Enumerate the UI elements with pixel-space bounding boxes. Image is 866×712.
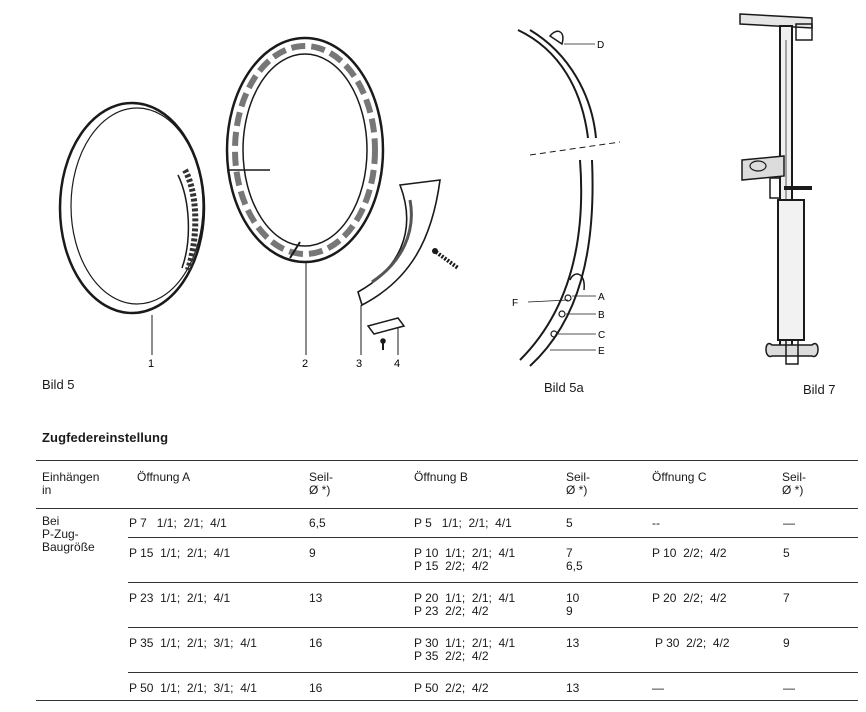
label-1: 1 xyxy=(148,358,154,370)
section-title: Zugfedereinstellung xyxy=(42,430,169,445)
band-ring xyxy=(58,101,206,315)
row3-oeffnung-c: P 20 2/2; 4/2 xyxy=(652,591,727,605)
caption-bild5: Bild 5 xyxy=(42,377,75,392)
header-seil-b: Seil- Ø *) xyxy=(566,470,591,497)
label-2: 2 xyxy=(302,358,308,370)
label-4: 4 xyxy=(394,358,400,370)
table-top-rule xyxy=(36,460,858,461)
row1-seil-c: — xyxy=(783,516,795,530)
row4-seil-b: 13 xyxy=(566,636,580,650)
curved-segment xyxy=(357,179,441,307)
row5-oeffnung-b: P 50 2/2; 4/2 xyxy=(414,681,489,695)
label-b: B xyxy=(598,310,605,321)
row2-oeffnung-c: P 10 2/2; 4/2 xyxy=(652,546,727,560)
caption-bild7: Bild 7 xyxy=(803,382,836,397)
table-bottom-rule xyxy=(36,700,858,701)
bild7-drawing xyxy=(739,13,819,365)
table-header-rule xyxy=(36,508,858,509)
row3-oeffnung-b: P 20 1/1; 2/1; 4/1 P 23 2/2; 4/2 xyxy=(414,591,516,618)
row4-oeffnung-c: P 30 2/2; 4/2 xyxy=(655,636,730,650)
row1-seil-a: 6,5 xyxy=(309,516,326,530)
label-d: D xyxy=(597,40,604,51)
row4-oeffnung-a: P 35 1/1; 2/1; 3/1; 4/1 xyxy=(129,636,257,650)
label-3: 3 xyxy=(356,358,362,370)
row4-seil-c: 9 xyxy=(783,636,790,650)
row3-seil-c: 7 xyxy=(783,591,790,605)
bild5-drawing: 1 2 3 4 xyxy=(58,36,460,370)
row5-seil-b: 13 xyxy=(566,681,580,695)
label-f: F xyxy=(512,298,518,309)
row5-oeffnung-c: — xyxy=(652,681,664,695)
label-c: C xyxy=(598,330,605,341)
row1-oeffnung-b: P 5 1/1; 2/1; 4/1 xyxy=(414,516,512,530)
header-seil-a: Seil- Ø *) xyxy=(309,470,334,497)
row5-seil-a: 16 xyxy=(309,681,323,695)
row2-oeffnung-a: P 15 1/1; 2/1; 4/1 xyxy=(129,546,231,560)
table-row-rule-4 xyxy=(128,672,858,673)
row3-seil-a: 13 xyxy=(309,591,323,605)
row4-seil-a: 16 xyxy=(309,636,323,650)
row2-seil-c: 5 xyxy=(783,546,790,560)
header-seil-c: Seil- Ø *) xyxy=(782,470,807,497)
header-oeffnung-b: Öffnung B xyxy=(414,470,468,484)
row-label: Bei P-Zug- Baugröße xyxy=(42,514,95,554)
row3-seil-b: 10 9 xyxy=(566,591,580,618)
row4-oeffnung-b: P 30 1/1; 2/1; 4/1 P 35 2/2; 4/2 xyxy=(414,636,516,663)
row2-seil-a: 9 xyxy=(309,546,316,560)
label-e: E xyxy=(598,346,605,357)
header-oeffnung-c: Öffnung C xyxy=(652,470,707,484)
screw-icon xyxy=(432,248,460,270)
row5-oeffnung-a: P 50 1/1; 2/1; 3/1; 4/1 xyxy=(129,681,257,695)
row1-oeffnung-c: -- xyxy=(652,516,660,530)
table-row-rule-2 xyxy=(128,582,858,583)
row2-oeffnung-b: P 10 1/1; 2/1; 4/1 P 15 2/2; 4/2 xyxy=(414,546,516,573)
clamp-plate xyxy=(366,317,406,350)
row2-seil-b: 7 6,5 xyxy=(566,546,583,573)
bild5a-drawing: D A F B C E xyxy=(512,29,621,367)
row5-seil-c: — xyxy=(783,681,795,695)
row1-seil-b: 5 xyxy=(566,516,573,530)
row3-oeffnung-a: P 23 1/1; 2/1; 4/1 xyxy=(129,591,231,605)
table-row-rule-1 xyxy=(128,537,858,538)
table-row-rule-3 xyxy=(128,627,858,628)
row1-oeffnung-a: P 7 1/1; 2/1; 4/1 xyxy=(129,516,227,530)
header-oeffnung-a: Öffnung A xyxy=(137,470,191,484)
slotted-ring xyxy=(225,36,385,264)
caption-bild5a: Bild 5a xyxy=(544,380,584,395)
header-einhaengen: Einhängen in xyxy=(42,470,100,497)
label-a: A xyxy=(598,292,605,303)
